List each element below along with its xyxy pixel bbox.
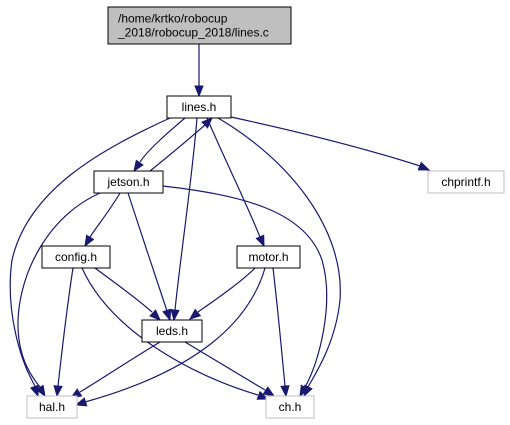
edge-arrowhead (256, 390, 270, 400)
edge-config_h-to-hal_h (53, 267, 74, 398)
edge-arrowhead (194, 85, 204, 98)
node-chprintf-h: chprintf.h (427, 170, 505, 194)
nodes-layer: /home/krtko/robocup_2018/robocup_2018/li… (26, 6, 505, 419)
node-label: _2018/robocup_2018/lines.c (117, 26, 269, 40)
edge-line (230, 116, 421, 167)
edge-arrowhead (35, 384, 46, 398)
edge-line (174, 117, 198, 311)
node-box (141, 319, 203, 343)
edge-line (81, 267, 259, 396)
node-hal-h: hal.h (26, 395, 78, 419)
node-box (26, 395, 78, 419)
edge-jetson_h-to-config_h (84, 192, 121, 248)
node-box (166, 95, 232, 119)
edge-line (84, 267, 266, 403)
edge-lines_h-to-jetson_h (133, 117, 186, 173)
node-label: config.h (55, 250, 97, 264)
edge-jetson_h-to-lines_h (149, 117, 213, 172)
node-box (265, 395, 315, 419)
edge-line (162, 185, 328, 388)
node-jetson-h[interactable]: jetson.h (93, 170, 164, 194)
edge-line (9, 117, 171, 387)
edge-arrowhead (74, 397, 88, 407)
edge-line (272, 267, 286, 387)
edge-arrowhead (170, 309, 180, 322)
edge-arrowhead (201, 117, 213, 129)
edge-line (79, 341, 161, 393)
node-motor-h[interactable]: motor.h (236, 245, 301, 269)
edge-jetson_h-to-leds_h (127, 192, 172, 322)
edge-line (139, 117, 186, 163)
node-label: leds.h (156, 324, 188, 338)
edge-arrowhead (417, 161, 431, 171)
node-ch-h: ch.h (265, 395, 315, 419)
edge-arrowhead (53, 385, 63, 398)
edge-lines_h-to-chprintf_h (230, 116, 431, 171)
node-label: lines.h (182, 100, 217, 114)
edge-arrowhead (255, 234, 265, 248)
edge-line (17, 192, 101, 388)
edge-line (127, 192, 168, 312)
edge-line (57, 267, 74, 387)
node-box (236, 245, 301, 269)
node-box (93, 170, 164, 194)
edge-arrowhead (280, 385, 290, 398)
edge-line (197, 267, 256, 313)
node-label: ch.h (279, 400, 302, 414)
edge-arrowhead (188, 308, 202, 320)
edge-jetson_h-to-ch_h (162, 185, 328, 398)
edges-layer (9, 44, 431, 407)
node-box (427, 170, 505, 194)
edge-root-to-lines_h (194, 44, 204, 98)
edge-arrowhead (84, 234, 95, 248)
edge-arrowhead (162, 308, 172, 322)
node-box (41, 245, 111, 269)
edge-line (149, 124, 206, 172)
node-root[interactable]: /home/krtko/robocup_2018/robocup_2018/li… (107, 6, 292, 45)
edge-leds_h-to-hal_h (69, 341, 161, 399)
edge-config_h-to-ch_h (81, 267, 270, 400)
edge-line (217, 117, 341, 388)
edge-motor_h-to-ch_h (272, 267, 290, 398)
edge-line (184, 341, 266, 391)
edge-lines_h-to-leds_h (170, 117, 198, 322)
edge-lines_h-to-motor_h (206, 117, 265, 248)
node-label: /home/krtko/robocup (118, 12, 228, 26)
edge-motor_h-to-hal_h (74, 267, 266, 407)
edge-arrowhead (149, 309, 161, 321)
edge-config_h-to-leds_h (94, 267, 161, 321)
edge-leds_h-to-ch_h (184, 341, 276, 397)
edge-arrowhead (262, 386, 276, 397)
node-leds-h[interactable]: leds.h (141, 319, 203, 343)
node-label: jetson.h (106, 175, 149, 189)
edge-motor_h-to-leds_h (188, 267, 256, 320)
node-lines-h[interactable]: lines.h (166, 95, 232, 119)
edge-jetson_h-to-hal_h (17, 192, 101, 398)
edge-line (94, 267, 153, 313)
edge-line (206, 117, 261, 238)
edge-line (89, 192, 121, 238)
node-box (107, 6, 292, 45)
node-config-h[interactable]: config.h (41, 245, 111, 269)
node-label: motor.h (248, 250, 288, 264)
node-label: chprintf.h (441, 175, 490, 189)
edge-arrowhead (299, 384, 310, 398)
node-label: hal.h (39, 400, 65, 414)
edge-arrowhead (133, 159, 144, 173)
